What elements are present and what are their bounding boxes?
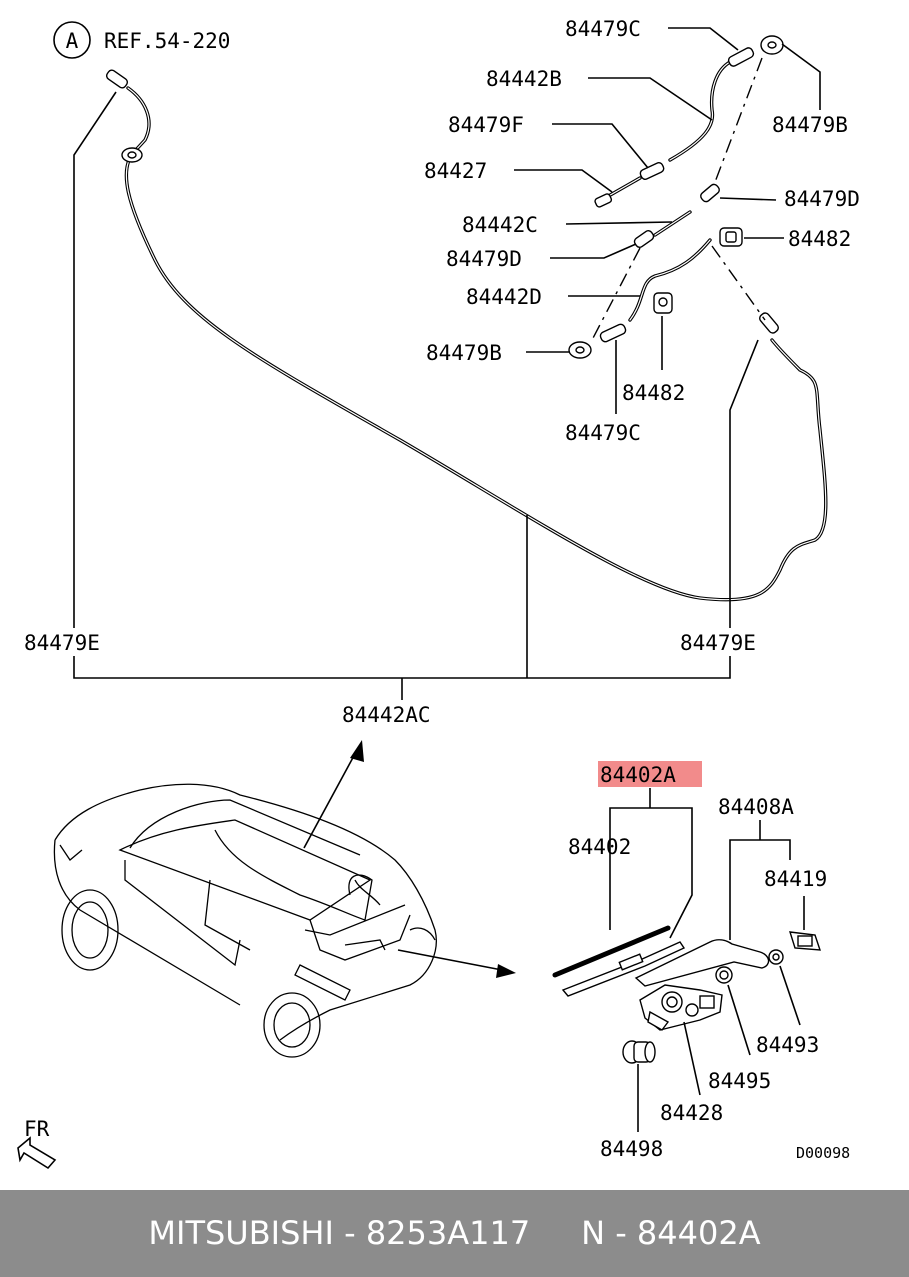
car-front-wheel [61, 889, 119, 971]
connector-84479d-right[interactable] [699, 183, 721, 204]
reference-marker[interactable]: A [53, 21, 91, 59]
label-84442c[interactable]: 84442C [462, 213, 538, 237]
part-labels: 84479C 84442B 84479B 84479F 84427 84479D… [24, 17, 860, 1162]
label-84479c-top[interactable]: 84479C [565, 17, 641, 41]
clip-84482-right[interactable] [719, 227, 743, 247]
label-84479f[interactable]: 84479F [448, 113, 524, 137]
connector-84479c-low[interactable] [599, 323, 627, 343]
label-84498[interactable]: 84498 [600, 1137, 663, 1161]
label-84479d-right[interactable]: 84479D [784, 187, 860, 211]
footer-bar: MITSUBISHI - 8253A117 N - 84402A [0, 1190, 909, 1277]
car-rear-wheel [263, 992, 321, 1058]
car-illustration [53, 740, 516, 1058]
wiper-assembly [552, 925, 821, 1064]
nut-84493[interactable] [768, 949, 784, 965]
highlight-84402a [598, 761, 702, 787]
connector-84479f[interactable] [639, 161, 665, 180]
label-84427[interactable]: 84427 [424, 159, 487, 183]
arrow-up-head [350, 740, 364, 762]
label-84495[interactable]: 84495 [708, 1069, 771, 1093]
nozzle-84479b-left[interactable] [568, 341, 592, 359]
label-84408a[interactable]: 84408A [718, 795, 794, 819]
grommet-84498[interactable] [622, 1040, 656, 1064]
bracket-84442ac [73, 91, 759, 700]
label-84482-low[interactable]: 84482 [622, 381, 685, 405]
connector-84479c-top[interactable] [727, 46, 755, 67]
washer-84495[interactable] [715, 966, 733, 984]
label-84479b-left[interactable]: 84479B [426, 341, 502, 365]
hose-assembly-upper [568, 35, 784, 359]
fr-direction-arrow [17, 1136, 57, 1170]
label-84402a[interactable]: 84402A [600, 763, 676, 787]
label-84419[interactable]: 84419 [764, 867, 827, 891]
nozzle-84479b-top[interactable] [760, 35, 784, 55]
label-84442ac[interactable]: 84442AC [342, 703, 431, 727]
leader-lines-upper [514, 27, 821, 414]
arrow-right-head [496, 964, 516, 978]
reference-letter: A [66, 29, 79, 53]
reference-circle [53, 21, 91, 59]
hose-connector-left[interactable] [105, 69, 143, 163]
label-84479e-left[interactable]: 84479E [24, 631, 100, 655]
reference-label: REF.54-220 [104, 29, 230, 53]
arrow-icon [17, 1136, 57, 1170]
label-84479b-right[interactable]: 84479B [772, 113, 848, 137]
wiper-blade-rubber[interactable] [552, 925, 671, 978]
clip-84482-low[interactable] [653, 292, 673, 314]
label-84482-right[interactable]: 84482 [788, 227, 851, 251]
parts-diagram: A REF.54-220 [17, 17, 860, 1170]
label-84479d-left[interactable]: 84479D [446, 247, 522, 271]
label-84442b[interactable]: 84442B [486, 67, 562, 91]
connector-84479d-left[interactable] [633, 229, 655, 249]
diagram-canvas: A REF.54-220 [17, 17, 860, 1170]
drawing-code: D00098 [796, 1144, 850, 1162]
wiper-arm[interactable] [634, 939, 770, 987]
washer-hose-main [124, 86, 828, 602]
label-84428[interactable]: 84428 [660, 1101, 723, 1125]
cover-84419[interactable] [789, 931, 821, 951]
footer-part-info: MITSUBISHI - 8253A117 N - 84402A [148, 1214, 761, 1252]
label-84479c-low[interactable]: 84479C [565, 421, 641, 445]
label-84493[interactable]: 84493 [756, 1033, 819, 1057]
direction-label: FR [24, 1117, 50, 1141]
hose-connector-right[interactable] [758, 311, 780, 334]
motor-84428[interactable] [639, 984, 723, 1031]
hose-end-84427[interactable] [594, 193, 613, 208]
label-84479e-right[interactable]: 84479E [680, 631, 756, 655]
label-84402[interactable]: 84402 [568, 835, 631, 859]
leader-lines-wiper [609, 788, 805, 1132]
label-84442d[interactable]: 84442D [466, 285, 542, 309]
